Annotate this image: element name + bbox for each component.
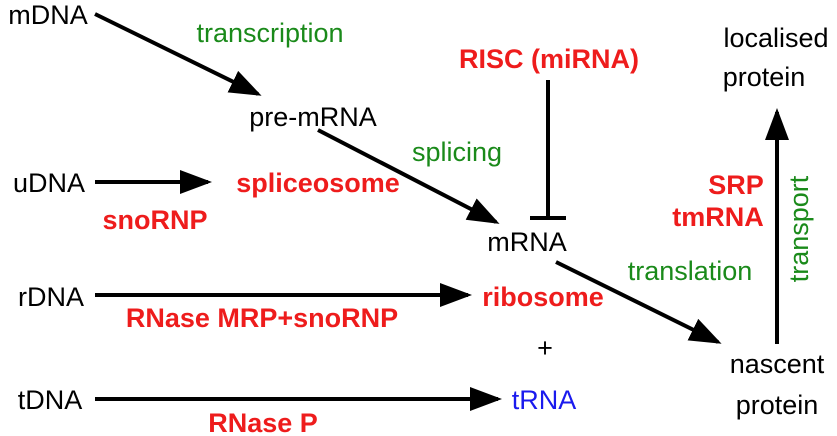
node-udna: uDNA	[13, 168, 85, 198]
edge-mrna-to-nascent-protein	[555, 260, 722, 344]
node-rdna: rDNA	[18, 282, 84, 312]
node-nascent-protein-line1: nascent	[730, 349, 825, 379]
machinery-spliceosome: spliceosome	[236, 168, 400, 198]
machinery-rnase-mrp: RNase MRP+snoRNP	[126, 303, 398, 333]
machinery-rnase-p: RNase P	[208, 408, 318, 436]
process-translation: translation	[628, 256, 753, 286]
machinery-srp: SRP	[708, 170, 764, 200]
machinery-risc: RISC (miRNA)	[459, 44, 639, 74]
process-transcription: transcription	[196, 18, 343, 48]
edge-mdna-to-pre-mrna	[94, 12, 262, 96]
node-pre-mrna: pre-mRNA	[249, 102, 377, 132]
process-transport: transport	[784, 175, 814, 282]
process-splicing: splicing	[412, 137, 502, 167]
machinery-ribosome: ribosome	[482, 282, 604, 312]
edge-pre-mrna-to-mrna	[317, 128, 500, 224]
machinery-snornp: snoRNP	[102, 205, 207, 235]
node-localised-protein-line2: protein	[723, 62, 806, 92]
node-nascent-protein-line2: protein	[736, 390, 819, 420]
node-localised-protein-line1: localised	[723, 23, 828, 53]
node-tdna: tDNA	[18, 385, 83, 415]
machinery-tmrna: tmRNA	[672, 202, 764, 232]
node-trna: tRNA	[512, 385, 577, 415]
node-mdna: mDNA	[8, 0, 88, 30]
plus-sign: +	[537, 333, 553, 363]
node-mrna: mRNA	[487, 227, 567, 257]
